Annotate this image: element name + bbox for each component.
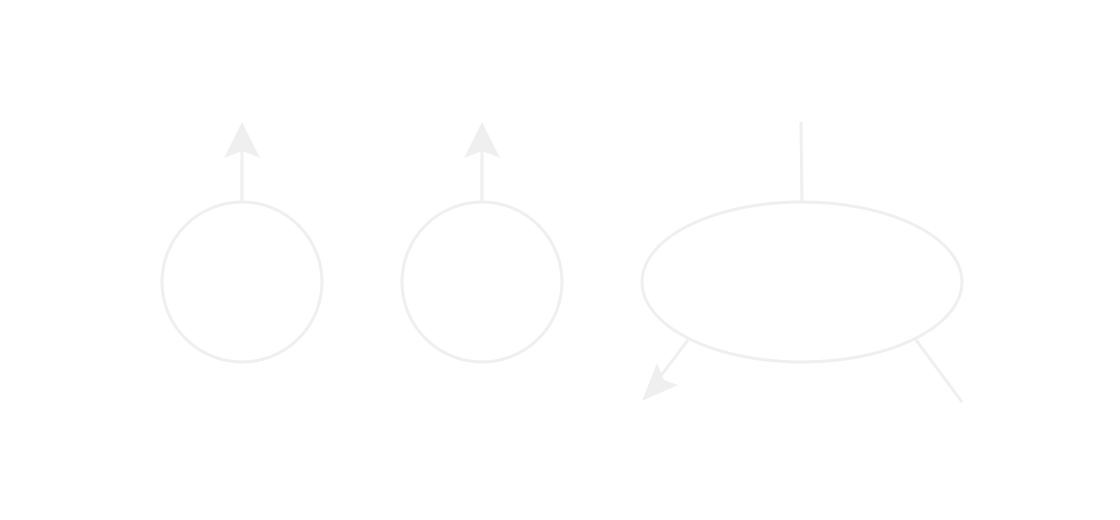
edge-ellipse-c-down-right [914, 339, 964, 403]
arrowhead-circle-b-up [464, 122, 500, 158]
arrowhead-circle-a-up [224, 122, 260, 158]
edge-ellipse-c-up [799, 121, 804, 203]
arrowhead-ellipse-c-down-left [642, 363, 678, 401]
edge-ellipse-c-down-left [658, 339, 690, 378]
